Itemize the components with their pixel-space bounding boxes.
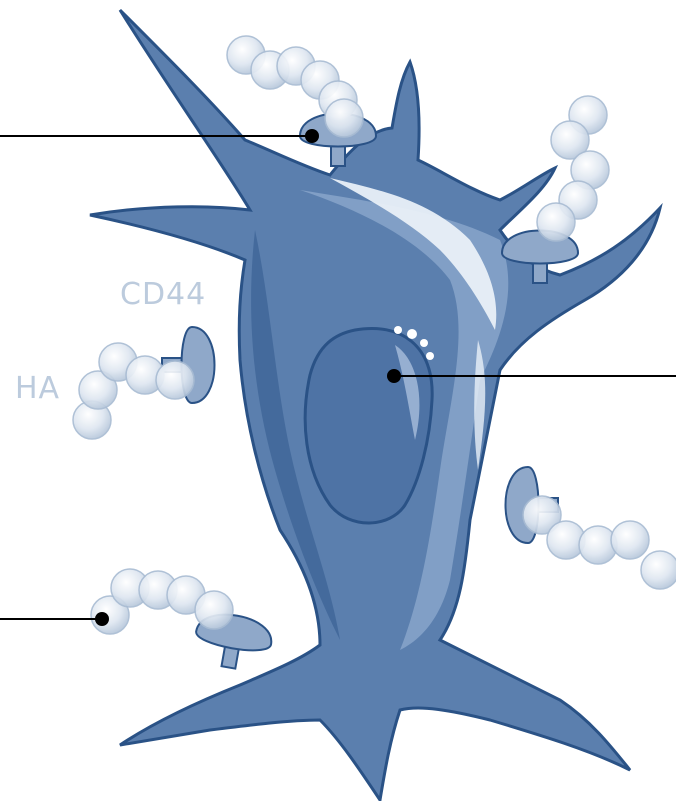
ha-label: HA [15,371,60,406]
ha-bead [537,203,575,241]
pointer-dot-chain [95,612,109,626]
pointer-dot-nucleus [387,369,401,383]
hyaluronan-chain-icon [523,496,676,589]
ha-bead [641,551,676,589]
hyaluronan-chain-icon [91,569,233,634]
nucleolus-dot [420,339,428,347]
hyaluronan-chain-icon [227,36,363,137]
pointer-dot-receptor [305,129,319,143]
ha-bead [611,521,649,559]
nucleolus-dot [394,326,402,334]
nucleolus-dot [407,329,417,339]
ha-bead [195,591,233,629]
cd44-label: CD44 [120,277,206,312]
ha-bead [325,99,363,137]
ha-bead [156,361,194,399]
hyaluronan-chain-icon [537,96,609,241]
nucleolus-dot [426,352,434,360]
